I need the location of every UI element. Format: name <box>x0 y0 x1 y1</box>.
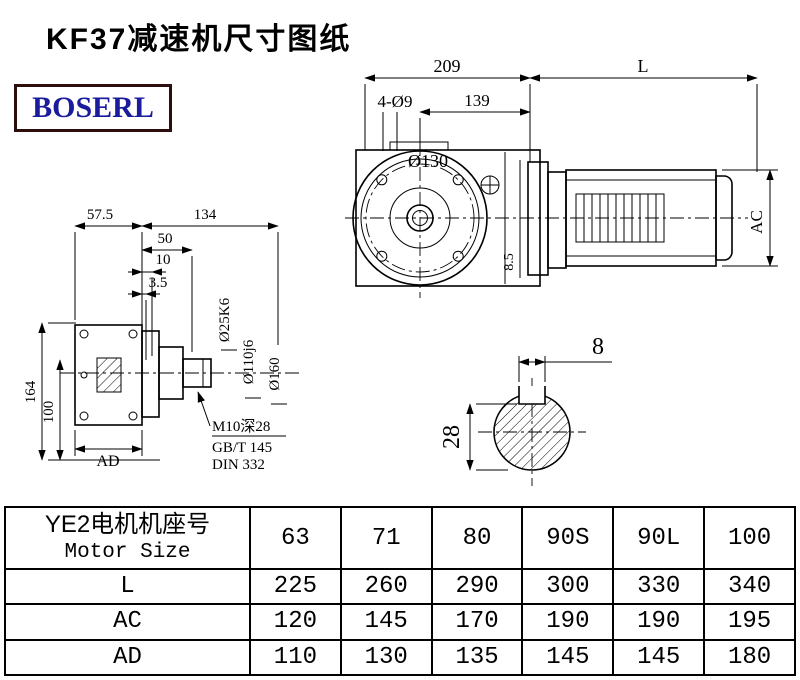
table-cell: 145 <box>339 603 433 641</box>
table-cell: 135 <box>430 638 524 677</box>
motor-adapter-outline <box>527 161 549 276</box>
dim-4xd9-label: 4-Ø9 <box>378 92 413 111</box>
dim-L-label: L <box>638 56 649 76</box>
dim-10-label: 10 <box>156 252 171 268</box>
table-cell: 330 <box>612 567 706 606</box>
dim-d160-label: Ø160 <box>267 357 283 390</box>
motor-size-table: YE2电机机座号 Motor Size 63 71 80 90S 90L 100… <box>4 506 796 677</box>
shaft-section-circle <box>493 393 571 471</box>
table-cell: 340 <box>703 567 796 606</box>
dim-139-label: 139 <box>464 91 490 110</box>
dim-AD-label: AD <box>96 453 119 470</box>
table-cell: 300 <box>521 567 615 606</box>
motor-size-cell: 100 <box>703 506 796 570</box>
row-label-cell: L <box>4 567 251 606</box>
dim-3-5-label: 3.5 <box>149 275 168 291</box>
dim-209-label: 209 <box>434 56 461 76</box>
table-cell: 260 <box>339 567 433 606</box>
dim-8-5-label: 8.5 <box>502 253 517 271</box>
table-row-AC: AC 120 145 170 190 190 195 <box>4 603 796 641</box>
note-thread-label: M10深28 <box>212 418 270 435</box>
dim-164-label: 164 <box>23 380 39 403</box>
row-label-cell: AC <box>4 603 251 641</box>
key-section-view: 8 28 <box>439 334 612 486</box>
table-cell: 145 <box>612 638 706 677</box>
dim-8-label: 8 <box>592 334 604 360</box>
side-view: 57.5 134 50 10 3.5 164 100 AD <box>23 207 302 473</box>
table-cell: 170 <box>430 603 524 641</box>
front-view: 209 L 4-Ø9 139 Ø130 <box>345 56 778 298</box>
header-cn: YE2电机机座号 <box>44 511 211 538</box>
motor-size-cell: 90L <box>612 506 706 570</box>
technical-drawing: 209 L 4-Ø9 139 Ø130 <box>23 56 778 486</box>
motor-size-cell: 90S <box>521 506 615 570</box>
brand-logo-text: BOSERL <box>32 91 154 124</box>
brand-logo: BOSERL <box>14 84 172 132</box>
output-flange-outline <box>141 330 160 418</box>
table-cell: 145 <box>521 638 615 677</box>
table-row-AD: AD 110 130 135 145 145 180 <box>4 638 796 677</box>
dim-d25k6-label: Ø25K6 <box>217 297 233 342</box>
motor-fan-cover <box>715 175 733 261</box>
dim-57-5-label: 57.5 <box>87 207 113 223</box>
table-cell: 290 <box>430 567 524 606</box>
bolt-hole <box>452 174 464 186</box>
table-cell: 110 <box>249 638 342 677</box>
note-gbt-label: GB/T 145 <box>212 440 272 456</box>
keyway-outline <box>518 386 546 405</box>
header-en: Motor Size <box>64 541 191 564</box>
motor-size-cell: 63 <box>249 506 342 570</box>
bolt-hole <box>376 250 388 262</box>
motor-size-header-cell: YE2电机机座号 Motor Size <box>4 506 251 570</box>
bolt-hole <box>376 174 388 186</box>
table-row-L: L 225 260 290 300 330 340 <box>4 567 796 606</box>
table-cell: 190 <box>612 603 706 641</box>
table-cell: 190 <box>521 603 615 641</box>
table-cell: 225 <box>249 567 342 606</box>
note-din-label: DIN 332 <box>212 457 265 473</box>
motor-size-cell: 71 <box>339 506 433 570</box>
table-header-row: YE2电机机座号 Motor Size 63 71 80 90S 90L 100 <box>4 506 796 570</box>
dim-28-label: 28 <box>439 425 465 449</box>
row-label-cell: AD <box>4 638 251 677</box>
bolt-hole <box>452 250 464 262</box>
page-title: KF37减速机尺寸图纸 <box>46 23 352 56</box>
dim-d130-label: Ø130 <box>408 151 448 171</box>
dim-d110j6-label: Ø110j6 <box>241 339 257 384</box>
motor-size-cell: 80 <box>430 506 524 570</box>
table-cell: 120 <box>249 603 342 641</box>
dim-AC-label: AC <box>747 210 766 234</box>
dim-50-label: 50 <box>158 231 173 247</box>
table-cell: 130 <box>339 638 433 677</box>
table-cell: 180 <box>703 638 796 677</box>
dim-100-label: 100 <box>41 401 57 424</box>
dim-134-label: 134 <box>194 207 217 223</box>
table-cell: 195 <box>703 603 796 641</box>
